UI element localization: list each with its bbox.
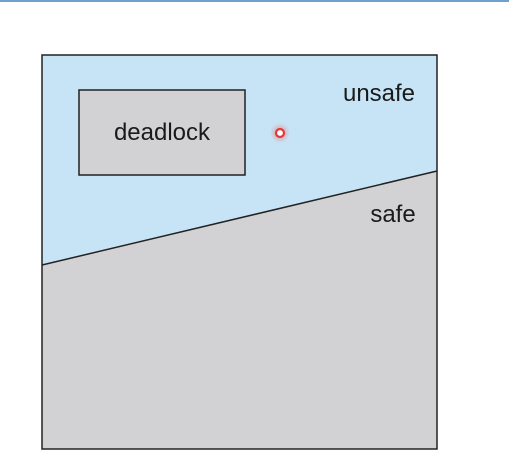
deadlock-label: deadlock <box>114 119 211 146</box>
state-space-border <box>41 54 438 450</box>
top-divider <box>0 0 509 2</box>
safe-label: safe <box>370 201 415 228</box>
safe-unsafe-boundary <box>41 170 438 266</box>
unsafe-label: unsafe <box>343 80 415 107</box>
pointer-dot-icon <box>270 123 290 143</box>
deadlock-region <box>78 89 246 176</box>
safe-region <box>42 171 437 449</box>
